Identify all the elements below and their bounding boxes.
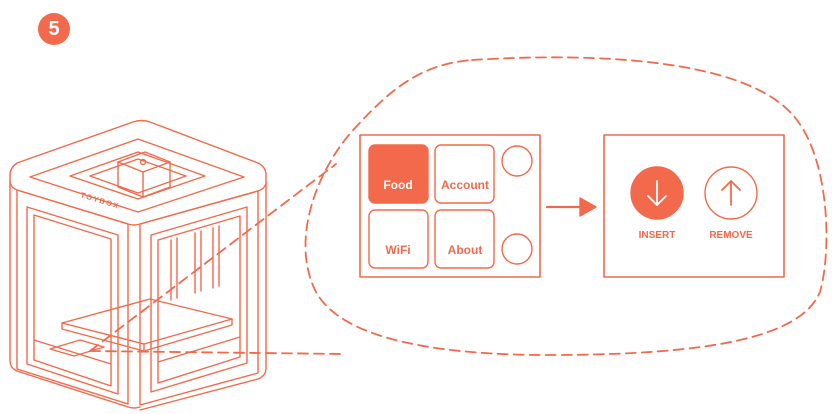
about-button[interactable]: About [434,209,495,269]
arrow-right-icon [545,197,597,217]
insert-label: INSERT [639,230,676,241]
food-button[interactable]: Food [368,144,429,204]
account-button-label: Account [441,178,489,192]
filament-screen-panel: INSERT REMOVE [603,134,785,278]
wifi-button-label: WiFi [385,243,410,257]
toybox-printer: TOYBOX [9,119,267,411]
insert-button[interactable]: INSERT [630,166,684,241]
arrow-up-icon [721,180,741,206]
printer-brand-label: TOYBOX [79,190,120,210]
side-round-button-top[interactable] [501,145,533,177]
wifi-button[interactable]: WiFi [368,209,429,269]
remove-button[interactable]: REMOVE [704,166,758,241]
extruder-block [117,151,171,198]
arrow-down-icon [647,180,667,206]
printer-touchscreen [49,339,105,357]
remove-label: REMOVE [709,230,753,241]
callout-leader-lower [89,350,346,355]
callout-leader-upper [89,163,337,352]
side-round-button-bottom[interactable] [501,233,533,265]
callout-bubble [304,56,828,356]
account-button[interactable]: Account [434,144,495,204]
zoom-callout [89,56,828,356]
step-number-badge: 5 [38,13,70,45]
about-button-label: About [448,243,483,257]
menu-screen-panel: Food Account WiFi About [359,134,541,278]
food-button-label: Food [383,178,412,192]
